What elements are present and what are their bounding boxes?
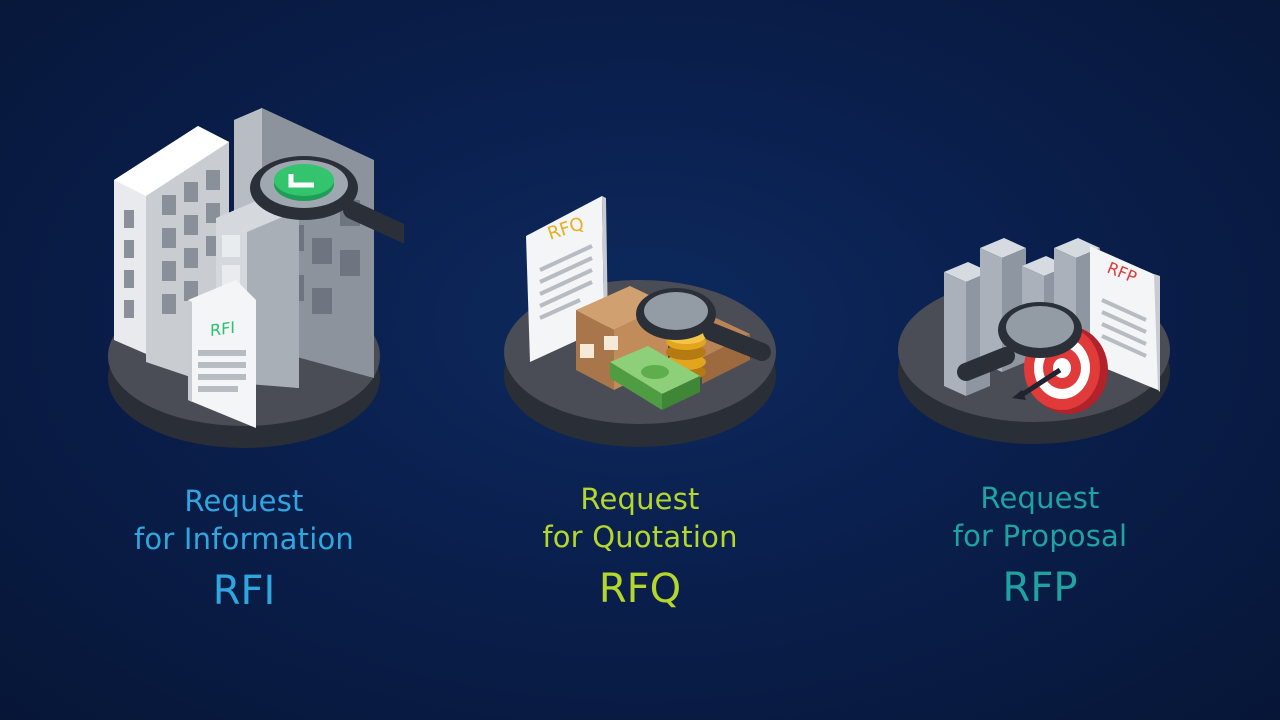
rfi-title-line2: for Information: [134, 522, 354, 556]
rfp-title-line2: for Proposal: [952, 519, 1128, 553]
rfq-title-line1: Request: [580, 482, 700, 516]
rfp-abbreviation: RFP: [1002, 565, 1078, 611]
boxes-money-illustration: RFQ: [504, 196, 776, 447]
rfi-caption: Request for Information RFI: [84, 482, 404, 616]
bar-chart-target-illustration: RFP: [898, 238, 1170, 444]
rfi-doc-label: RFI: [210, 318, 235, 340]
rfq-caption: Request for Quotation RFQ: [480, 480, 800, 614]
rfi-abbreviation: RFI: [212, 568, 276, 614]
rfi-title-line1: Request: [184, 484, 304, 518]
rfq-panel: RFQ Reques: [480, 0, 800, 720]
office-buildings-illustration: RFI: [108, 108, 404, 448]
rfp-title-line1: Request: [980, 481, 1100, 515]
rfp-panel: RFP Request for Proposal RFP: [880, 0, 1200, 720]
rfi-panel: RFI Request for Information RFI: [84, 0, 404, 720]
rfq-title-line2: for Quotation: [542, 520, 738, 554]
rfp-caption: Request for Proposal RFP: [880, 479, 1200, 613]
rfq-abbreviation: RFQ: [598, 566, 682, 612]
